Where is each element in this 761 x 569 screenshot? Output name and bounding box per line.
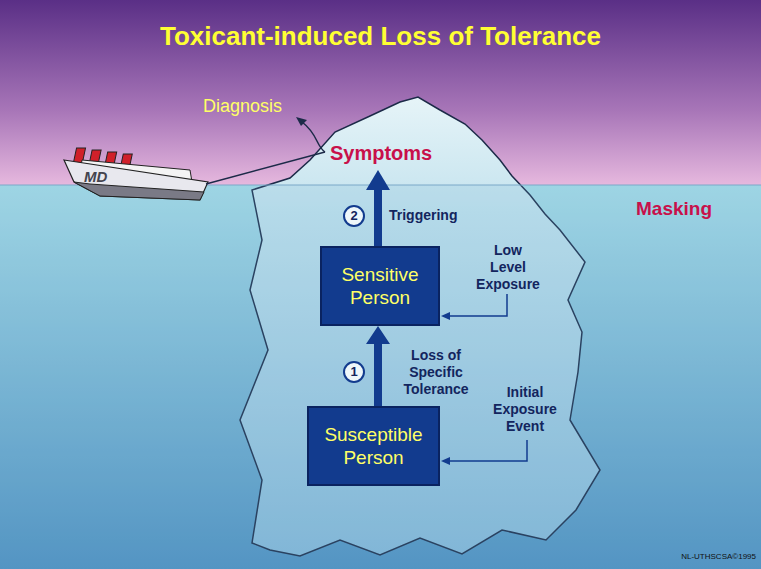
exposure-label: Low Level Exposure [476, 242, 540, 292]
diagram-title: Toxicant-induced Loss of Tolerance [0, 20, 761, 52]
diagnosis-label: Diagnosis [203, 96, 303, 118]
exposure-leader [448, 294, 507, 316]
ship [64, 148, 208, 200]
initial-exposure-label: Initial Exposure Event [484, 384, 566, 434]
ship-name: MD [84, 168, 124, 186]
initial-exposure-leader [448, 440, 527, 461]
masking-label: Masking [636, 198, 736, 221]
diagnosis-leader [302, 122, 325, 152]
sky [0, 0, 761, 185]
flow-arrow [366, 326, 390, 406]
callout-number: 2 [343, 205, 365, 227]
process-box: Susceptible Person [307, 406, 440, 486]
copyright-note: NL-UTHSCSA©1995 [620, 552, 756, 562]
edge-label: Loss of Specific Tolerance [396, 347, 476, 397]
water-overlay [0, 185, 761, 569]
triggering-label: Triggering [389, 207, 479, 224]
callout-number: 1 [343, 361, 365, 383]
sea [0, 185, 761, 569]
rope-line [206, 152, 325, 184]
initial-exposure-leader-head [441, 457, 450, 465]
process-box: Sensitive Person [320, 246, 440, 326]
triggering-arrowhead [366, 170, 390, 190]
triggering-arrow-shaft [374, 188, 382, 246]
box-text: Sensitive Person [328, 263, 432, 309]
exposure-leader-head [441, 312, 450, 320]
diagnosis-arrowhead [296, 117, 307, 126]
box-text: Susceptible Person [315, 423, 432, 469]
symptoms-label: Symptoms [330, 141, 440, 165]
